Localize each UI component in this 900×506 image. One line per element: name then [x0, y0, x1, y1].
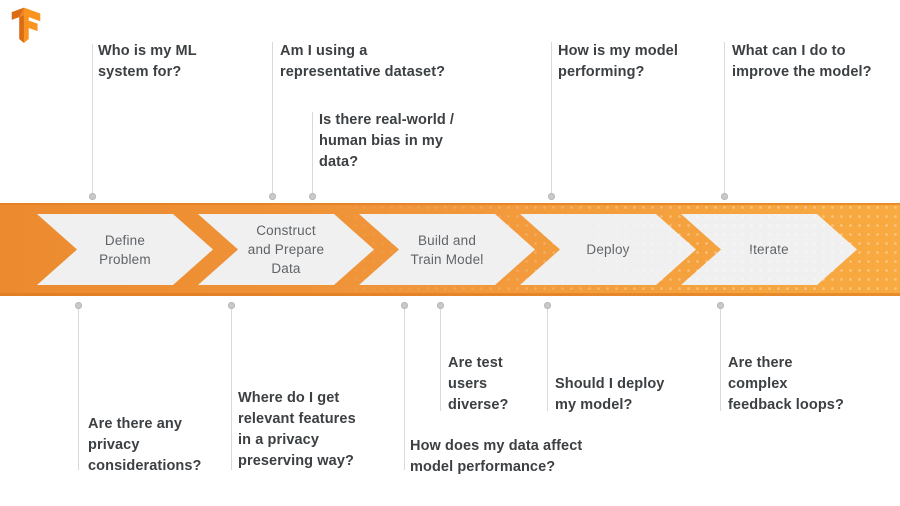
- connector-line-bottom-5: [547, 309, 548, 411]
- connector-dot-bottom-1: [75, 302, 82, 309]
- connector-line-top-1: [92, 44, 93, 193]
- connector-line-top-3: [312, 112, 313, 193]
- step-label: Deploy: [586, 242, 630, 257]
- connector-line-bottom-3: [404, 309, 405, 470]
- connector-dot-top-4: [548, 193, 555, 200]
- process-band: Define Problem Construct and Prepare Dat…: [0, 203, 900, 296]
- question-privacy-considerations: Are there any privacy considerations?: [88, 416, 202, 474]
- connector-dot-bottom-2: [228, 302, 235, 309]
- step-construct-prepare-data: Construct and Prepare Data: [198, 214, 374, 285]
- question-test-users-diverse: Are test users diverse?: [448, 355, 509, 413]
- connector-line-top-5: [724, 42, 725, 193]
- question-complex-feedback-loops: Are there complex feedback loops?: [728, 355, 844, 413]
- step-label: Define Problem: [99, 232, 151, 267]
- step-build-train-model: Build and Train Model: [359, 214, 535, 285]
- question-improve-model: What can I do to improve the model?: [732, 43, 872, 80]
- connector-line-bottom-6: [720, 309, 721, 411]
- question-representative-dataset: Am I using a representative dataset?: [280, 43, 446, 80]
- connector-dot-bottom-4: [437, 302, 444, 309]
- step-define-problem: Define Problem: [37, 214, 213, 285]
- connector-dot-bottom-5: [544, 302, 551, 309]
- connector-line-bottom-4: [440, 309, 441, 411]
- connector-dot-top-2: [269, 193, 276, 200]
- step-label: Iterate: [749, 242, 789, 257]
- connector-line-bottom-2: [231, 309, 232, 470]
- question-real-world-bias: Is there real-world / human bias in my d…: [319, 112, 455, 170]
- connector-line-top-4: [551, 42, 552, 193]
- step-label: Build and Train Model: [410, 232, 484, 267]
- connector-dot-top-5: [721, 193, 728, 200]
- question-should-i-deploy: Should I deploy my model?: [555, 376, 665, 413]
- question-who-is-ml-system-for: Who is my ML system for?: [98, 43, 197, 80]
- step-label: Construct and Prepare Data: [247, 223, 325, 276]
- connector-dot-top-1: [89, 193, 96, 200]
- question-privacy-preserving-features: Where do I get relevant features in a pr…: [238, 390, 356, 469]
- connector-line-bottom-1: [78, 309, 79, 470]
- step-iterate: Iterate: [681, 214, 857, 285]
- connector-line-top-2: [272, 42, 273, 193]
- connector-dot-bottom-6: [717, 302, 724, 309]
- connector-dot-top-3: [309, 193, 316, 200]
- step-deploy: Deploy: [520, 214, 696, 285]
- tensorflow-logo-icon: [11, 7, 41, 44]
- question-model-performing: How is my model performing?: [558, 43, 678, 80]
- question-data-affect-performance: How does my data affect model performanc…: [410, 438, 583, 475]
- connector-dot-bottom-3: [401, 302, 408, 309]
